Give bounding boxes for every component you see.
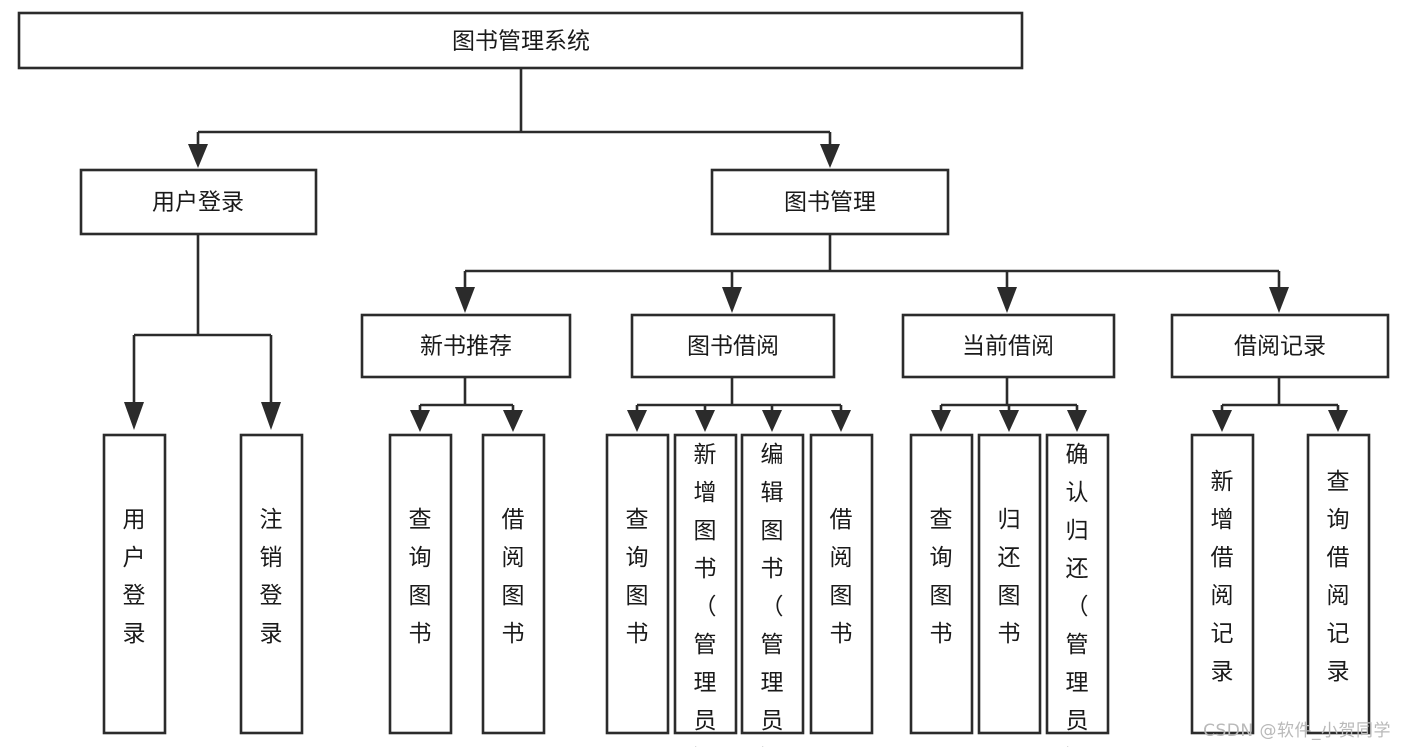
node-leaf-add-record-box[interactable]: [1190, 433, 1255, 735]
node-leaf-return-book-box[interactable]: [977, 433, 1042, 735]
node-leaf-logout[interactable]: 注销登录: [239, 433, 304, 735]
node-leaf-user-login[interactable]: 用户登录: [102, 433, 167, 735]
node-user-login-box[interactable]: [79, 168, 318, 236]
node-leaf-query-book-1-label: 查询图书: [409, 507, 432, 647]
node-leaf-query-book-3-label: 查询图书: [930, 507, 953, 647]
node-borrow-record-box[interactable]: [1170, 313, 1390, 379]
node-leaf-edit-book-box[interactable]: [740, 433, 805, 735]
node-leaf-confirm-return-box[interactable]: [1045, 433, 1110, 735]
node-leaf-add-book-box[interactable]: [673, 433, 738, 735]
node-leaf-query-book-1[interactable]: 查询图书: [388, 433, 453, 735]
arrow-head-leaf-query-book-3: [931, 410, 951, 432]
node-book-borrow[interactable]: 图书借阅: [630, 313, 836, 379]
node-leaf-add-book[interactable]: 新增图书（管理员）: [673, 433, 738, 747]
node-leaf-add-book-label: 新增图书（管理员）: [694, 442, 717, 747]
node-leaf-borrow-book-1-box[interactable]: [481, 433, 546, 735]
node-root-box[interactable]: [17, 11, 1024, 70]
node-new-book-recommend-label: 新书推荐: [420, 334, 512, 360]
node-leaf-edit-book-label: 编辑图书（管理员）: [761, 442, 784, 747]
connectors: [124, 68, 1348, 432]
node-root[interactable]: 图书管理系统: [17, 11, 1024, 70]
node-leaf-borrow-book-2-label: 借阅图书: [830, 507, 853, 647]
arrow-head-leaf-edit-book: [762, 410, 782, 432]
node-leaf-borrow-book-2-box[interactable]: [809, 433, 874, 735]
node-leaf-query-book-3[interactable]: 查询图书: [909, 433, 974, 735]
node-leaf-query-record[interactable]: 查询借阅记录: [1306, 433, 1371, 735]
node-root-label: 图书管理系统: [452, 29, 590, 55]
node-current-borrow[interactable]: 当前借阅: [901, 313, 1116, 379]
arrow-head-leaf-borrow-book-1: [503, 410, 523, 432]
arrow-head-leaf-query-book-1: [410, 410, 430, 432]
arrow-head-leaf-add-record: [1212, 410, 1232, 432]
node-new-book-recommend[interactable]: 新书推荐: [360, 313, 572, 379]
node-leaf-user-login-label: 用户登录: [123, 507, 146, 647]
arrow-head-user-login: [188, 144, 208, 168]
node-user-login[interactable]: 用户登录: [79, 168, 318, 236]
arrow-head-borrow-record: [1269, 287, 1289, 313]
node-current-borrow-box[interactable]: [901, 313, 1116, 379]
node-leaf-query-book-2-box[interactable]: [605, 433, 670, 735]
node-leaf-query-book-2-label: 查询图书: [626, 507, 649, 647]
node-leaf-return-book[interactable]: 归还图书: [977, 433, 1042, 735]
node-borrow-record[interactable]: 借阅记录: [1170, 313, 1390, 379]
arrow-head-leaf-query-book-2: [627, 410, 647, 432]
arrow-head-leaf-confirm-return: [1067, 410, 1087, 432]
arrow-head-book-manage: [820, 144, 840, 168]
node-leaf-confirm-return-label: 确认归还（管理员）: [1066, 442, 1089, 747]
arrow-head-book-borrow: [722, 287, 742, 313]
node-book-manage[interactable]: 图书管理: [710, 168, 950, 236]
node-leaf-logout-box[interactable]: [239, 433, 304, 735]
node-leaf-query-book-2[interactable]: 查询图书: [605, 433, 670, 735]
arrow-head-leaf-logout: [261, 402, 281, 430]
node-leaf-borrow-book-1[interactable]: 借阅图书: [481, 433, 546, 735]
node-leaf-query-book-1-box[interactable]: [388, 433, 453, 735]
node-leaf-return-book-label: 归还图书: [998, 507, 1021, 647]
node-leaf-borrow-book-1-label: 借阅图书: [502, 507, 525, 647]
node-book-borrow-label: 图书借阅: [687, 334, 779, 360]
node-book-borrow-box[interactable]: [630, 313, 836, 379]
node-leaf-borrow-book-2[interactable]: 借阅图书: [809, 433, 874, 735]
node-current-borrow-label: 当前借阅: [962, 334, 1054, 360]
node-leaf-confirm-return[interactable]: 确认归还（管理员）: [1045, 433, 1110, 747]
arrow-head-new-book-recommend: [455, 287, 475, 313]
arrow-head-leaf-return-book: [999, 410, 1019, 432]
node-book-manage-box[interactable]: [710, 168, 950, 236]
arrow-head-current-borrow: [997, 287, 1017, 313]
node-leaf-query-book-3-box[interactable]: [909, 433, 974, 735]
node-leaf-edit-book[interactable]: 编辑图书（管理员）: [740, 433, 805, 747]
arrow-head-leaf-borrow-book-2: [831, 410, 851, 432]
arrow-head-leaf-query-record: [1328, 410, 1348, 432]
node-book-manage-label: 图书管理: [784, 190, 876, 216]
node-leaf-add-record-label: 新增借阅记录: [1211, 469, 1234, 685]
node-leaf-logout-label: 注销登录: [260, 507, 283, 647]
node-leaf-query-record-label: 查询借阅记录: [1327, 469, 1350, 685]
node-leaf-query-record-box[interactable]: [1306, 433, 1371, 735]
node-leaf-add-record[interactable]: 新增借阅记录: [1190, 433, 1255, 735]
node-leaf-user-login-box[interactable]: [102, 433, 167, 735]
node-user-login-label: 用户登录: [152, 190, 244, 216]
arrow-head-leaf-user-login: [124, 402, 144, 430]
arrow-head-leaf-add-book: [695, 410, 715, 432]
node-new-book-recommend-box[interactable]: [360, 313, 572, 379]
node-borrow-record-label: 借阅记录: [1234, 334, 1326, 360]
